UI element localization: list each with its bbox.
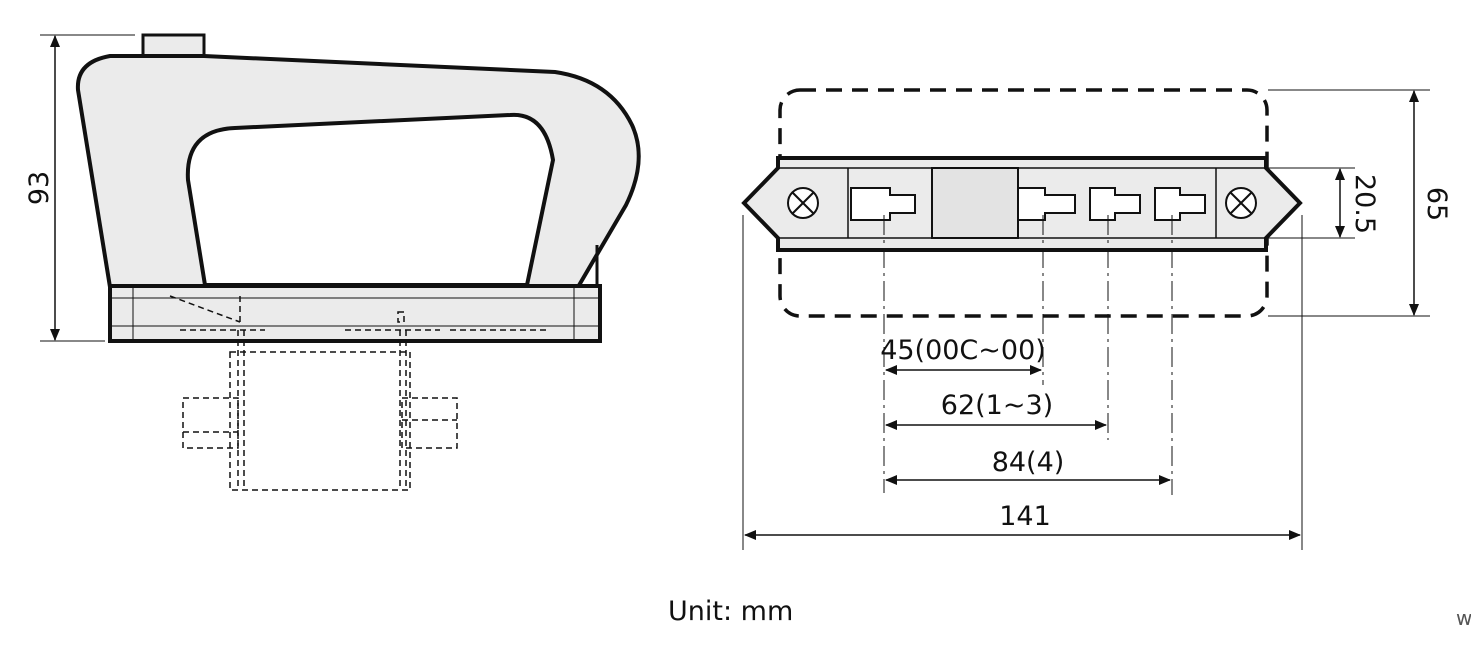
dim-141-label: 141 (999, 501, 1051, 532)
dim-45-label: 45(00C~00) (880, 335, 1046, 366)
dim-65-label: 65 (1421, 187, 1452, 221)
left-screw-icon (787, 187, 819, 219)
slot-4 (1154, 187, 1206, 221)
slot-3 (1089, 187, 1141, 221)
watermark-fragment: w (1456, 606, 1471, 630)
top-view (741, 88, 1430, 550)
dim-84-label: 84(4) (992, 447, 1065, 478)
dim-62-label: 62(1~3) (941, 390, 1053, 421)
envelope-outline (778, 88, 1269, 318)
handle-base (108, 284, 602, 343)
dim-20-5-label: 20.5 (1349, 174, 1380, 234)
hidden-fuse-link (182, 330, 458, 491)
height-93-label: 93 (24, 171, 55, 205)
unit-label: Unit: mm (668, 596, 794, 627)
slot-2 (1017, 187, 1076, 221)
slot-1 (850, 187, 916, 221)
side-view (40, 33, 641, 491)
center-block (931, 167, 1019, 239)
handle-body (75, 54, 641, 289)
right-screw-icon (1225, 187, 1257, 219)
